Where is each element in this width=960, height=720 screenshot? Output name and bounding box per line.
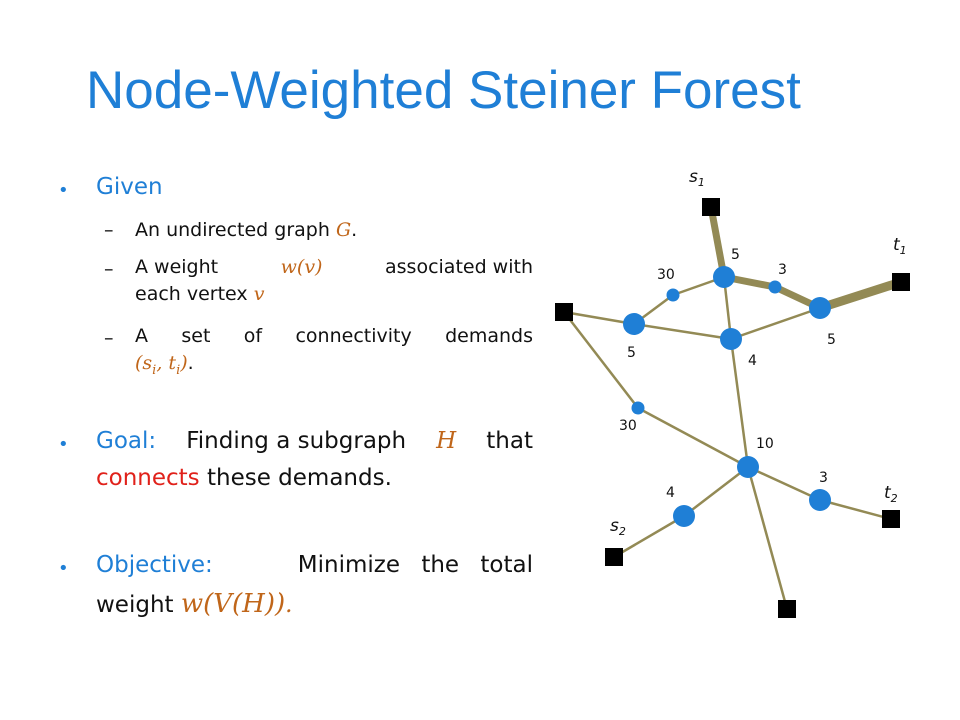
weight-lowleft: 4 [666, 485, 675, 501]
label-s2: s2 [610, 516, 626, 538]
node-small-right [768, 280, 782, 294]
given-item-weight-line2-text: each vertex [135, 283, 254, 305]
edge-center-hub [729, 337, 750, 469]
edge-terminal-mid [562, 310, 640, 410]
objective-math: w(V(H)) [180, 589, 286, 619]
objective-tail: . [285, 592, 293, 618]
terminal-t2 [882, 510, 900, 528]
terminal-s2 [605, 548, 623, 566]
given-label: Given [96, 174, 163, 200]
terminal-bottom [778, 600, 796, 618]
bullet-dot-objective: • [58, 558, 69, 579]
weight-small-right: 3 [778, 262, 787, 278]
node-right [809, 297, 831, 319]
objective-line1: Objective: Minimize the total [96, 552, 533, 578]
weight-top: 5 [731, 247, 740, 263]
edge-hub-lowleft [682, 465, 750, 518]
goal-text2: that [478, 428, 533, 454]
edge-lowright-t2 [818, 498, 893, 521]
slide-title: Node-Weighted Steiner Forest [86, 61, 801, 120]
terminal-labels: s1 t1 t2 s2 [610, 167, 907, 538]
dash-1: – [104, 219, 114, 241]
goal-math: H [436, 428, 457, 454]
node-weight-labels: 5 3 5 30 5 4 30 10 3 4 [619, 247, 836, 501]
given-item-graph-math: G [335, 219, 352, 241]
demand-comma: , t [156, 352, 177, 374]
graph-nodes [623, 266, 831, 527]
edge-center-right [729, 306, 822, 341]
edge-s1-top [707, 203, 728, 281]
graph-terminals [555, 198, 910, 618]
given-item-demands-line1: A set of connectivity demands [135, 325, 533, 347]
weight-mid-small: 30 [619, 418, 637, 434]
edge-hub-bottom [746, 465, 789, 611]
goal-line2: connects these demands. [96, 465, 392, 491]
dash-3: – [104, 327, 114, 349]
goal-text3: these demands. [199, 465, 392, 491]
weight-center: 4 [748, 353, 757, 369]
bullet-dot-given: • [58, 180, 69, 201]
given-item-weight-text: A weight [135, 256, 225, 278]
objective-text2: weight [96, 592, 181, 618]
given-item-graph-text: An undirected graph [135, 219, 336, 241]
weight-small-left: 30 [657, 267, 675, 283]
objective-text1: Minimize the total [276, 552, 533, 578]
goal-line1: Goal: Finding a subgraph H that [96, 428, 533, 454]
node-lowleft [673, 505, 695, 527]
bullet-dot-goal: • [58, 434, 69, 455]
node-center [720, 328, 742, 350]
edge-right-t1 [815, 277, 906, 313]
given-item-graph-tail: . [351, 219, 358, 241]
node-small-left [666, 288, 680, 302]
goal-text1: Finding a subgraph [178, 428, 414, 454]
edge-lowleft-s2 [612, 514, 686, 559]
edge-mid-hub [636, 406, 750, 469]
label-t1: t1 [893, 235, 907, 257]
dash-2: – [104, 258, 114, 280]
weight-lowright: 3 [819, 470, 828, 486]
terminal-s1 [702, 198, 720, 216]
goal-connects: connects [96, 465, 200, 491]
given-item-weight-line2-math: v [253, 283, 265, 305]
terminal-t1 [892, 273, 910, 291]
given-item-weight-line1: A weight w(v) associated with [135, 256, 533, 278]
node-mid-small [631, 401, 645, 415]
node-left [623, 313, 645, 335]
demand-sub-i: i [152, 362, 157, 378]
edge-terminal-left [562, 310, 636, 326]
objective-label: Objective: [96, 552, 213, 578]
given-item-weight-line2: each vertex v [135, 283, 264, 305]
given-item-graph: An undirected graph G. [135, 219, 357, 241]
node-lowright [809, 489, 831, 511]
edge-hub-lowright [746, 465, 822, 502]
objective-line2: weight w(V(H)). [96, 589, 292, 619]
node-top [713, 266, 735, 288]
demand-open: (s [135, 352, 153, 374]
weight-right: 5 [827, 332, 836, 348]
demand-close: ) [180, 352, 188, 374]
weight-hub: 10 [756, 436, 774, 452]
goal-label: Goal: [96, 428, 157, 454]
node-hub [737, 456, 759, 478]
label-t2: t2 [884, 483, 898, 505]
terminal-left [555, 303, 573, 321]
given-item-weight-tail: associated with [378, 256, 533, 278]
edge-left-center [632, 322, 733, 341]
label-s1: s1 [689, 167, 705, 189]
given-item-weight-math: w(v) [280, 256, 323, 278]
given-item-demands-line2: (si, ti). [135, 352, 194, 378]
demand-sub-i2: i [176, 362, 181, 378]
weight-left: 5 [627, 345, 636, 361]
demand-tail: . [187, 352, 194, 374]
